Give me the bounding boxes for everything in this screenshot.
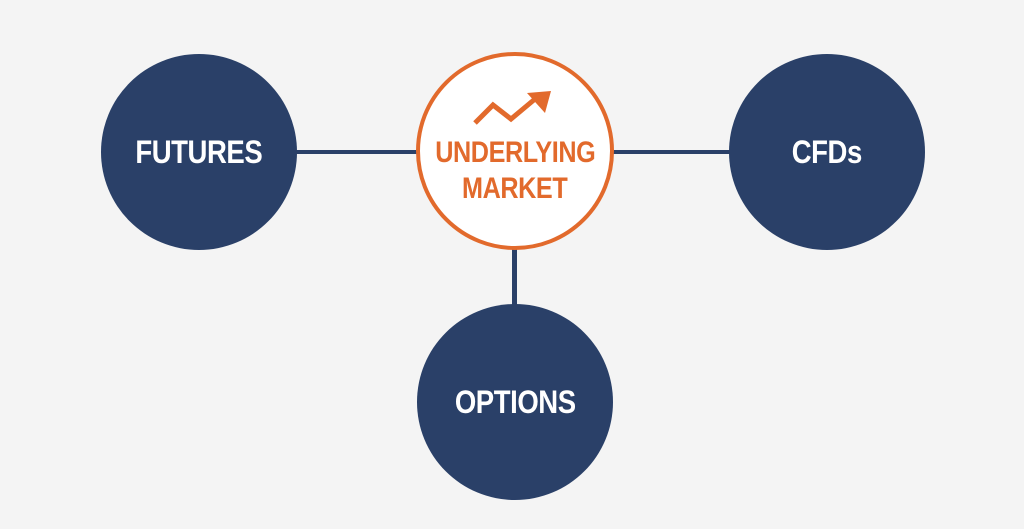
trend-up-arrow-icon: [473, 91, 551, 125]
cfds-node: CFDs: [729, 54, 925, 250]
connector-futures: [295, 150, 420, 154]
connector-options: [512, 245, 517, 305]
futures-node: FUTURES: [101, 54, 297, 250]
options-node: OPTIONS: [417, 304, 613, 500]
options-label: OPTIONS: [454, 383, 576, 420]
center-label-line1: UNDERLYING: [434, 136, 596, 169]
futures-label: FUTURES: [135, 133, 263, 170]
connector-cfds: [610, 150, 732, 154]
underlying-market-node: UNDERLYING MARKET: [416, 52, 614, 250]
center-label-line2: MARKET: [462, 172, 568, 205]
cfds-label: CFDs: [791, 133, 863, 170]
